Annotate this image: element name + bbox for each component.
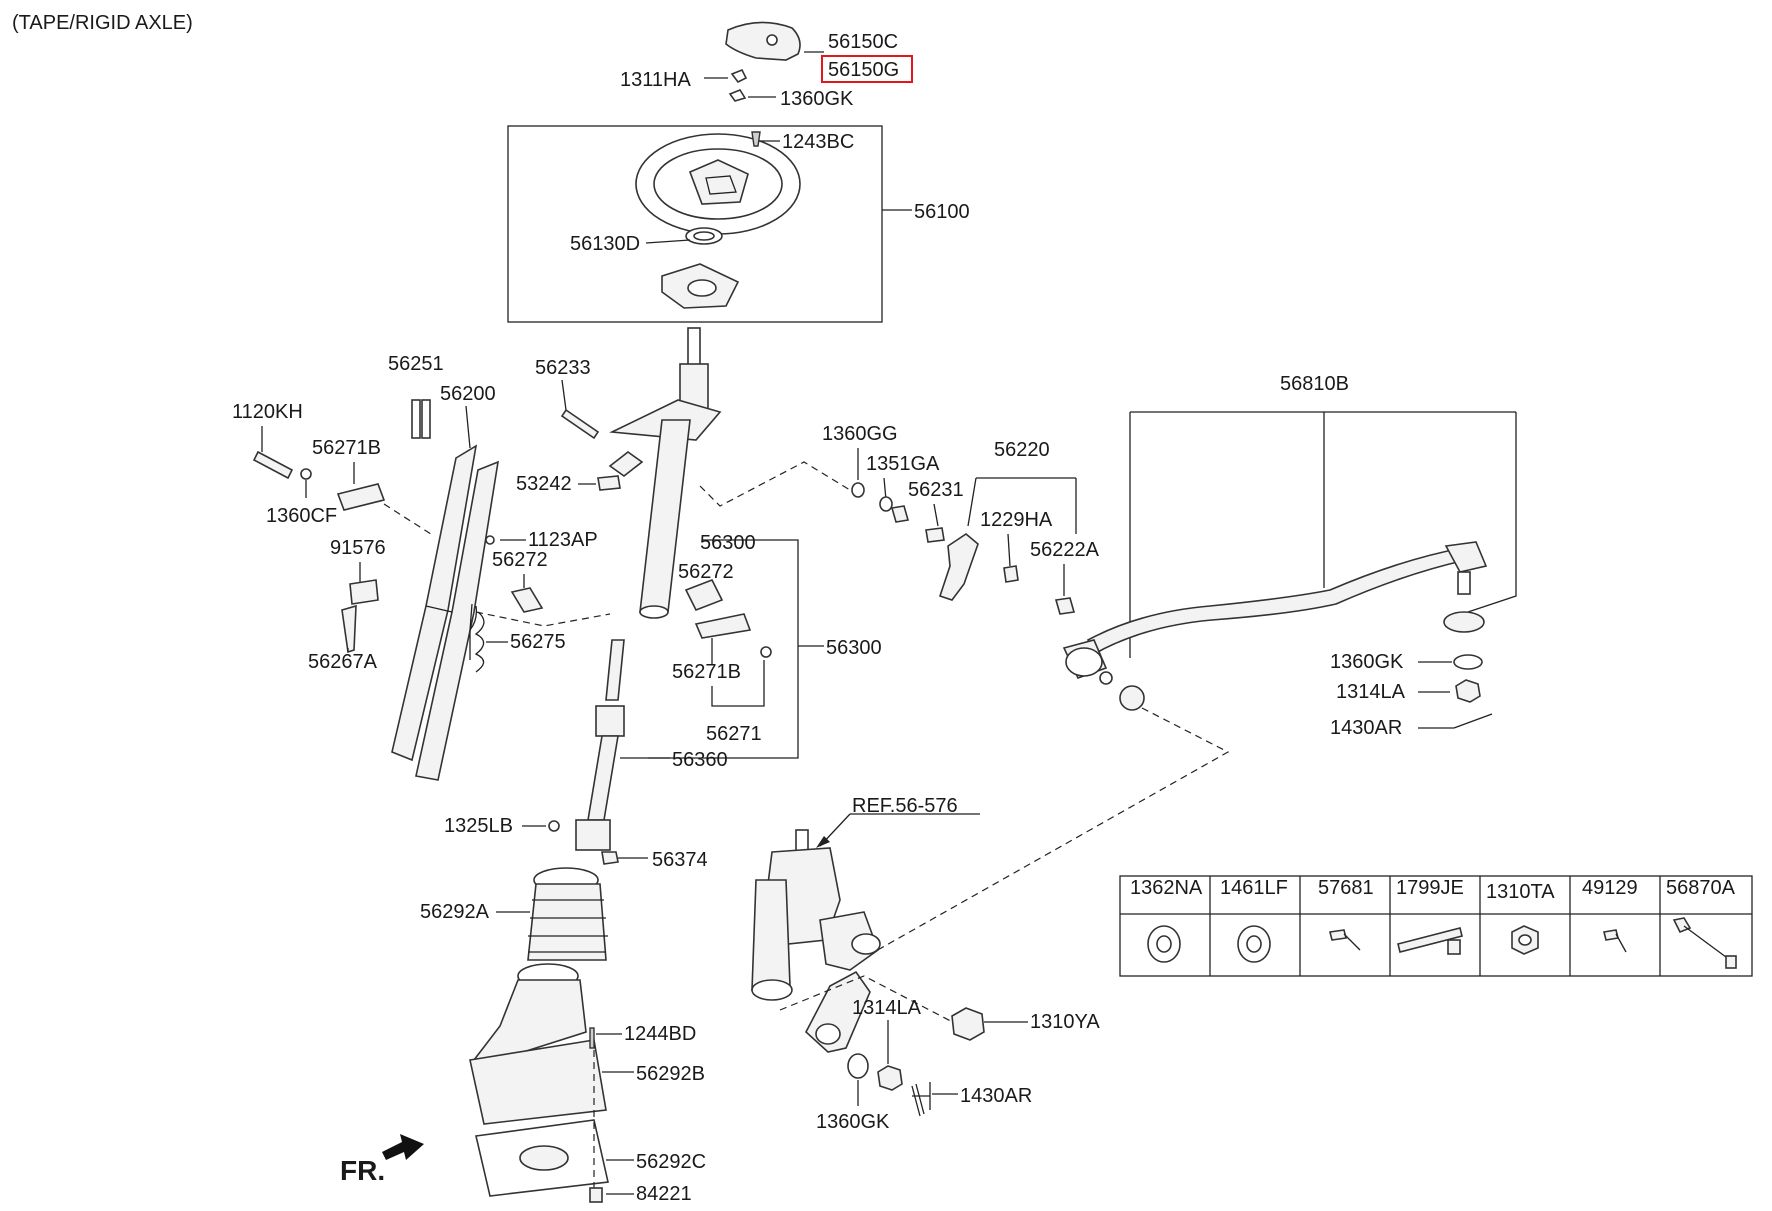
label-1243BC: 1243BC (782, 131, 854, 153)
label-1360CF: 1360CF (266, 505, 337, 527)
steering-wheel-drawing (635, 133, 801, 309)
label-1244BD: 1244BD (624, 1023, 696, 1045)
column-bracket-drawing (391, 444, 500, 781)
label-56271B-a: 56271B (312, 437, 381, 459)
flat-washer-icon (1147, 925, 1181, 963)
screw-icon (1603, 929, 1627, 953)
label-56130D: 56130D (570, 233, 640, 255)
label-1314LA-bottom: 1314LA (852, 997, 922, 1019)
steering-wheel-assembly-box (507, 125, 883, 323)
horn-pad-drawing (725, 21, 801, 102)
label-1311HA: 1311HA (620, 69, 691, 91)
label-56251: 56251 (388, 353, 444, 375)
label-56267A: 56267A (308, 651, 378, 673)
label-56271: 56271 (706, 723, 762, 745)
label-1229HA: 1229HA (980, 509, 1053, 531)
steering-boot-drawing (469, 867, 609, 1197)
label-56231: 56231 (908, 479, 964, 501)
legend-header-2: 1461LF (1220, 877, 1288, 899)
label-56220: 56220 (994, 439, 1050, 461)
label-56100: 56100 (914, 201, 970, 223)
label-56150C: 56150C (828, 31, 898, 53)
label-56300-b: 56300 (826, 637, 882, 659)
steering-column-drawing (575, 327, 722, 851)
label-1360GK-bottom: 1360GK (816, 1111, 890, 1133)
label-56233: 56233 (535, 357, 591, 379)
label-56292B: 56292B (636, 1063, 705, 1085)
label-53242: 53242 (516, 473, 572, 495)
label-1325LB: 1325LB (444, 815, 513, 837)
label-1360GK-right: 1360GK (1330, 651, 1404, 673)
bolt-icon (1329, 929, 1361, 951)
label-56150G: 56150G (828, 59, 899, 81)
tie-rod-end-icon (1672, 917, 1737, 969)
label-1351GA: 1351GA (866, 453, 940, 475)
label-56292A: 56292A (420, 901, 490, 923)
highlight-box-56150G (821, 55, 913, 83)
label-REF-56-576: REF.56-576 (852, 795, 958, 817)
label-1430AR-right: 1430AR (1330, 717, 1402, 739)
label-56271B-b: 56271B (672, 661, 741, 683)
label-84221: 84221 (636, 1183, 692, 1205)
legend-header-4: 1799JE (1396, 877, 1464, 899)
label-56360: 56360 (672, 749, 728, 771)
label-56275: 56275 (510, 631, 566, 653)
legend-header-7: 56870A (1666, 877, 1736, 899)
label-56810B: 56810B (1280, 373, 1349, 395)
legend-header-3: 57681 (1318, 877, 1374, 899)
clamp-strap-icon (1397, 927, 1463, 955)
label-56374: 56374 (652, 849, 708, 871)
hardware-legend-table: 1362NA 1461LF 57681 1799JE 1310TA 49129 … (1119, 875, 1753, 977)
label-1430AR-bottom: 1430AR (960, 1085, 1032, 1107)
variant-label: (TAPE/RIGID AXLE) (12, 12, 193, 34)
front-arrow-icon (382, 1134, 424, 1160)
legend-header-5: 1310TA (1486, 881, 1555, 903)
label-56272-b: 56272 (678, 561, 734, 583)
label-56200: 56200 (440, 383, 496, 405)
hex-nut-icon (1511, 925, 1539, 955)
label-56222A: 56222A (1030, 539, 1100, 561)
spring-washer-icon (1237, 925, 1271, 963)
front-direction-label: FR. (340, 1155, 385, 1186)
drag-link-drawing (1062, 541, 1488, 711)
label-56272-a: 56272 (492, 549, 548, 571)
legend-header-6: 49129 (1582, 877, 1638, 899)
label-1123AP: 1123AP (528, 529, 598, 551)
label-1360GK-top: 1360GK (780, 88, 854, 110)
label-56300-a: 56300 (700, 532, 756, 554)
label-1314LA-right: 1314LA (1336, 681, 1406, 703)
label-1120KH: 1120KH (232, 401, 303, 423)
label-1310YA: 1310YA (1030, 1011, 1100, 1033)
legend-header-1: 1362NA (1130, 877, 1203, 899)
label-1360GG: 1360GG (822, 423, 898, 445)
label-91576: 91576 (330, 537, 386, 559)
label-56292C: 56292C (636, 1151, 706, 1173)
steering-gear-box-drawing (751, 829, 881, 1053)
